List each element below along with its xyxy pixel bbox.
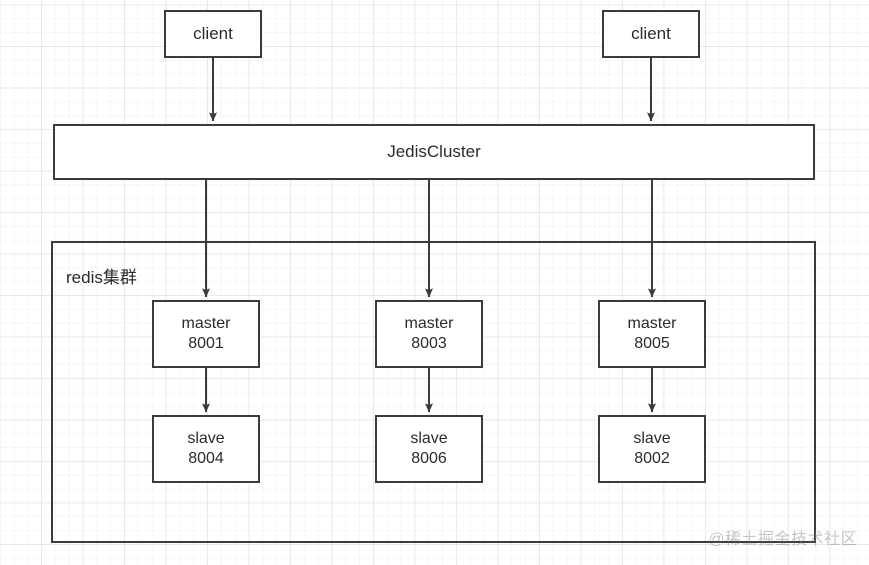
slave-8006-port: 8006	[411, 450, 447, 467]
redis-cluster-label: redis集群	[66, 268, 137, 287]
client-left-label: client	[193, 24, 233, 44]
master-8001-role: master	[181, 314, 231, 332]
slave-node-8004[interactable]: slave 8004	[152, 415, 260, 483]
jediscluster-node[interactable]: JedisCluster	[53, 124, 815, 180]
slave-8002-role: slave	[633, 429, 671, 447]
master-8005-port: 8005	[634, 335, 670, 352]
master-node-8005[interactable]: master 8005	[598, 300, 706, 368]
client-right-label: client	[631, 24, 671, 44]
master-node-8001[interactable]: master 8001	[152, 300, 260, 368]
slave-8004-role: slave	[187, 429, 225, 447]
master-node-8003[interactable]: master 8003	[375, 300, 483, 368]
client-node-left[interactable]: client	[164, 10, 262, 58]
master-8003-port: 8003	[411, 335, 447, 352]
slave-8002-port: 8002	[634, 450, 670, 467]
watermark-text: @稀土掘金技术社区	[708, 531, 857, 548]
master-8003-role: master	[404, 314, 454, 332]
master-8001-port: 8001	[188, 335, 224, 352]
slave-node-8002[interactable]: slave 8002	[598, 415, 706, 483]
jediscluster-label: JedisCluster	[387, 142, 481, 162]
slave-8006-role: slave	[410, 429, 448, 447]
client-node-right[interactable]: client	[602, 10, 700, 58]
slave-8004-port: 8004	[188, 450, 224, 467]
slave-node-8006[interactable]: slave 8006	[375, 415, 483, 483]
redis-cluster-container[interactable]	[51, 241, 816, 543]
master-8005-role: master	[627, 314, 677, 332]
